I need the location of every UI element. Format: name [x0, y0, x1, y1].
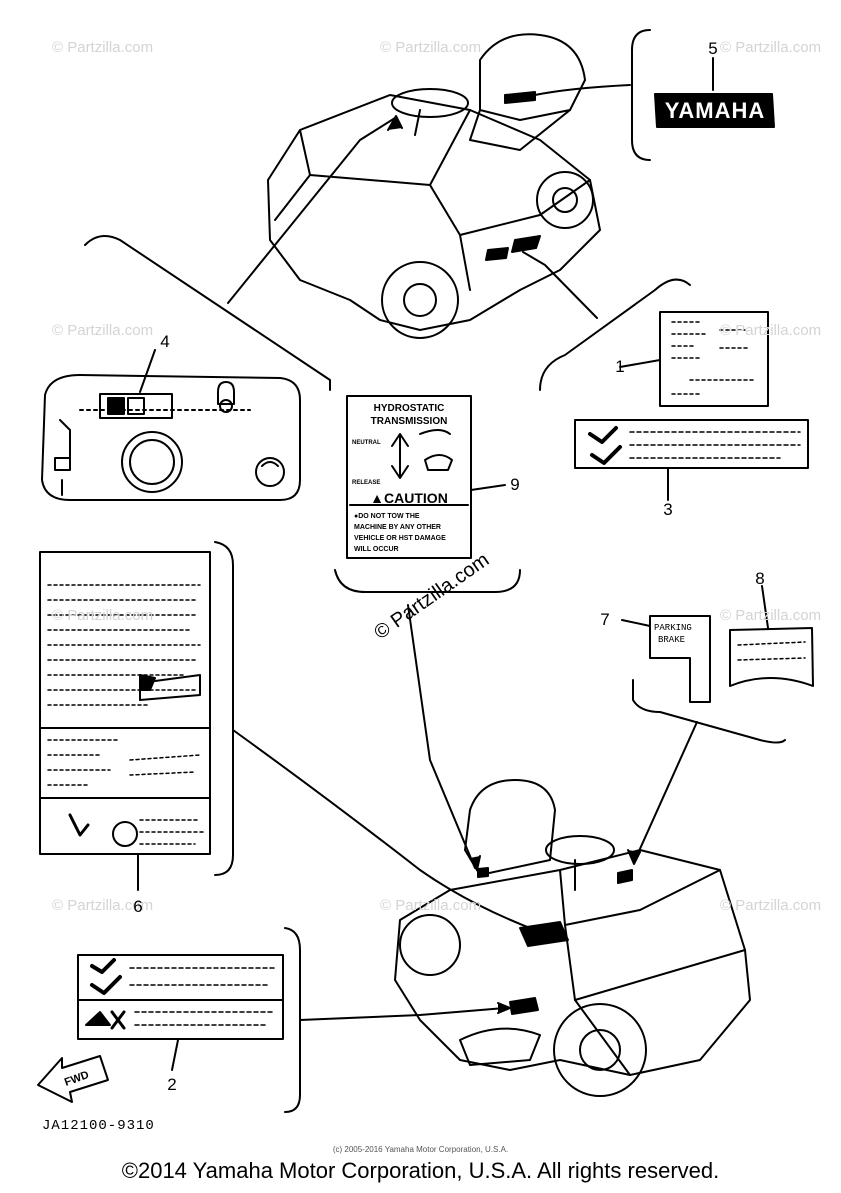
leader-1-callout: [619, 359, 661, 368]
small-copyright: (c) 2005-2016 Yamaha Motor Corporation, …: [332, 1145, 509, 1154]
hydro-title-1: HYDROSTATIC: [374, 403, 445, 414]
leader-9: [407, 604, 476, 869]
caution-line-1: ●DO NOT TOW THE: [354, 513, 420, 520]
leader-7-callout: [621, 619, 651, 627]
copyright-footer: ©2014 Yamaha Motor Corporation, U.S.A. A…: [121, 1158, 720, 1183]
part-8-label: [729, 627, 814, 687]
bracket-7-8: [632, 679, 786, 744]
leader-2: [299, 1007, 506, 1021]
leader-9-callout: [470, 484, 506, 491]
mower-top-illustration: [267, 33, 601, 339]
callout-5: 5: [708, 39, 717, 58]
leader-8-callout: [761, 585, 769, 629]
mower-bottom-illustration: [394, 779, 751, 1097]
part-6-large-label: [39, 551, 211, 855]
part-4-dash-panel: [41, 374, 301, 501]
callout-2: 2: [167, 1075, 176, 1094]
watermark-text: © Partzilla.com: [720, 607, 821, 624]
bracket-1-3: [539, 278, 691, 391]
leader-6: [232, 729, 536, 931]
callout-3: 3: [663, 500, 672, 519]
callout-4: 4: [160, 332, 169, 351]
watermark-text: © Partzilla.com: [52, 39, 153, 56]
caution-heading: ▲CAUTION: [370, 490, 448, 506]
parking-brake-line-2: BRAKE: [658, 635, 685, 645]
fwd-direction-arrow: [37, 1055, 109, 1103]
bracket-2: [284, 927, 301, 1113]
callout-6: 6: [133, 897, 142, 916]
leader-7-8: [634, 721, 698, 861]
caution-line-3: VEHICLE OR HST DAMAGE: [354, 535, 446, 542]
parking-brake-line-1: PARKING: [654, 623, 692, 633]
callout-8: 8: [755, 569, 764, 588]
leader-1-3: [522, 251, 598, 319]
watermark-text-rotated: © Partzilla.com: [370, 549, 493, 644]
leader-5: [534, 84, 631, 96]
callout-1: 1: [615, 357, 624, 376]
diagram-code: JA12100-9310: [42, 1118, 155, 1134]
watermark-text: © Partzilla.com: [52, 897, 153, 914]
watermark-text: © Partzilla.com: [720, 322, 821, 339]
watermark-text: © Partzilla.com: [52, 607, 153, 624]
bracket-6: [214, 541, 234, 876]
bracket-9: [334, 569, 521, 593]
caution-line-4: WILL OCCUR: [354, 546, 399, 553]
watermark-text: © Partzilla.com: [380, 39, 481, 56]
hydro-neutral: NEUTRAL: [352, 440, 381, 446]
yamaha-logo-text: YAMAHA: [665, 98, 766, 123]
part-5-yamaha-emblem: [654, 93, 775, 128]
watermark-text: © Partzilla.com: [720, 897, 821, 914]
hydro-release: RELEASE: [352, 480, 380, 486]
leader-4-callout: [139, 349, 156, 393]
part-3-label: [574, 419, 809, 469]
caution-line-2: MACHINE BY ANY OTHER: [354, 524, 441, 531]
leader-2-callout: [171, 1039, 179, 1071]
part-7-parking-brake-label: [649, 615, 711, 703]
watermark-text: © Partzilla.com: [380, 897, 481, 914]
part-9-hst-label: [346, 395, 472, 559]
bracket-4: [84, 235, 331, 391]
callout-7: 7: [600, 610, 609, 629]
leader-4: [227, 117, 396, 304]
bracket-5: [631, 29, 651, 161]
part-2-label: [77, 954, 284, 1040]
callout-9: 9: [510, 475, 519, 494]
hydro-title-2: TRANSMISSION: [371, 416, 448, 427]
watermark-text: © Partzilla.com: [720, 39, 821, 56]
watermark-text: © Partzilla.com: [52, 322, 153, 339]
